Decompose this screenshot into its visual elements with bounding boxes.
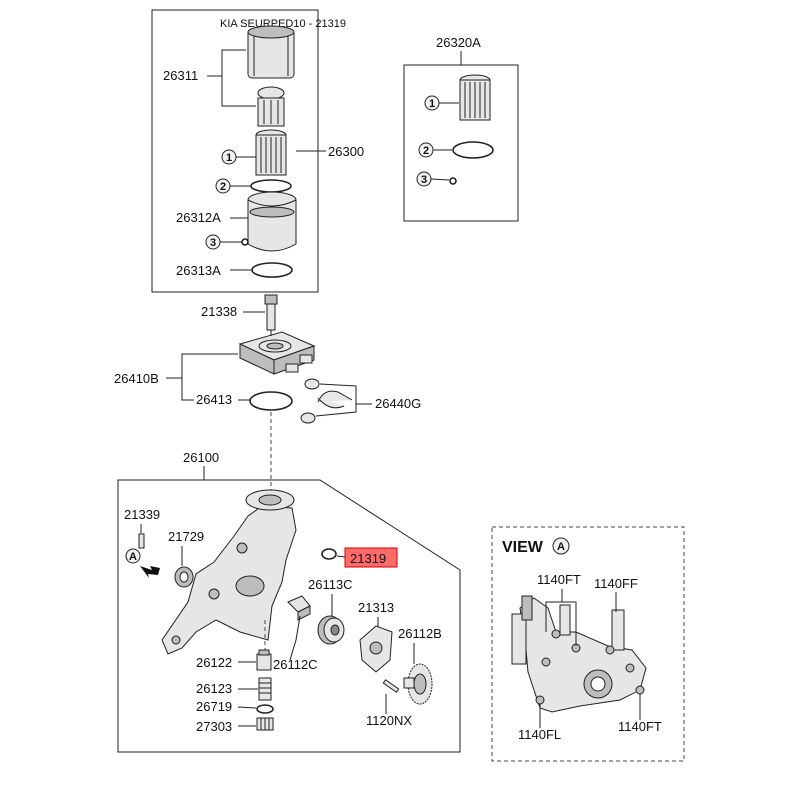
- svg-text:2: 2: [220, 181, 226, 193]
- label-26113C: 26113C: [308, 577, 353, 592]
- label-26300: 26300: [328, 144, 364, 159]
- svg-text:1: 1: [429, 98, 435, 110]
- svg-text:A: A: [557, 541, 565, 553]
- view-arrow-icon: [140, 566, 160, 578]
- bolt-21338-part: [264, 294, 278, 331]
- kit-marker-2: 2: [418, 142, 434, 158]
- label-26312A: 26312A: [176, 210, 221, 225]
- label-26410B: 26410B: [114, 371, 159, 386]
- strainer-part: [257, 86, 285, 127]
- label-21313: 21313: [358, 600, 394, 615]
- label-26313A: 26313A: [176, 263, 221, 278]
- filter-cap-part: [247, 25, 295, 79]
- spring-26123-part: [258, 677, 272, 701]
- label-1140FT-top: 1140FT: [537, 572, 581, 587]
- bracket-26112C-part: [287, 595, 311, 621]
- label-1140FF: 1140FF: [594, 576, 638, 591]
- view-title: VIEW: [502, 539, 544, 556]
- label-21729: 21729: [168, 529, 204, 544]
- cover-21313-part: [359, 625, 393, 673]
- marker-3: 3: [205, 234, 221, 250]
- o-ring-part: [250, 179, 292, 193]
- leader-26311-a: [207, 49, 246, 77]
- kit-marker-3: 3: [416, 171, 432, 187]
- svg-text:2: 2: [423, 145, 429, 157]
- label-1120NX: 1120NX: [366, 713, 412, 728]
- view-panel-marker: A: [552, 537, 570, 555]
- view-pump-part: [511, 595, 647, 713]
- kit-washer-part: [449, 177, 457, 185]
- label-26440G: 26440G: [375, 396, 421, 411]
- label-26320A: 26320A: [436, 35, 481, 50]
- marker-2: 2: [215, 178, 231, 194]
- housing-o-ring-part: [251, 262, 293, 278]
- svg-text:A: A: [129, 551, 137, 563]
- label-26413: 26413: [196, 392, 232, 407]
- label-26123: 26123: [196, 681, 232, 696]
- label-26100: 26100: [183, 450, 219, 465]
- label-21338: 21338: [201, 304, 237, 319]
- plug-27303-part: [256, 717, 274, 731]
- o-ring-26719-part: [256, 704, 274, 714]
- view-a-panel: [491, 526, 685, 762]
- pump-assembly-frame: [117, 479, 461, 753]
- seal-21729-part: [174, 566, 194, 588]
- leader-26311-b: [221, 76, 256, 107]
- label-21319[interactable]: 21319: [350, 551, 386, 566]
- label-26112B: 26112B: [398, 626, 442, 641]
- bolt-1120NX-part: [382, 679, 400, 693]
- filter-element-part: [255, 129, 287, 176]
- label-26311: 26311: [163, 68, 198, 83]
- kit-o-ring-part: [452, 141, 494, 159]
- filter-housing-part: [247, 191, 297, 252]
- washer-part: [241, 238, 249, 246]
- plug-26122-part: [256, 649, 272, 671]
- svg-text:1: 1: [226, 152, 232, 164]
- svg-text:3: 3: [421, 174, 427, 186]
- o-ring-21319-part: [321, 548, 337, 560]
- label-21339: 21339: [124, 507, 160, 522]
- cooler-gasket-part: [249, 391, 293, 411]
- label-1140FT-bottom: 1140FT: [618, 719, 662, 734]
- rotor-26113C-part: [317, 615, 345, 645]
- svg-text:3: 3: [210, 237, 216, 249]
- view-a-marker: A: [125, 548, 160, 578]
- kit-frame: [403, 64, 519, 222]
- label-26719: 26719: [196, 699, 232, 714]
- sprocket-26112B-part: [403, 663, 433, 705]
- label-26122: 26122: [196, 655, 232, 670]
- hose-part: [300, 378, 353, 424]
- marker-1: 1: [221, 149, 237, 165]
- label-26112C: 26112C: [273, 657, 318, 672]
- oil-cooler-part: [238, 331, 316, 375]
- pin-21339-part: [138, 533, 145, 549]
- highlighted-part-label-box[interactable]: [344, 547, 398, 568]
- label-1140FL: 1140FL: [518, 727, 561, 742]
- label-27303: 27303: [196, 719, 232, 734]
- page-title: KIA SEURPED10 - 21319: [220, 18, 346, 30]
- oil-pump-housing-part: [161, 489, 297, 655]
- kit-filter-element-part: [459, 74, 491, 121]
- kit-marker-1: 1: [424, 95, 440, 111]
